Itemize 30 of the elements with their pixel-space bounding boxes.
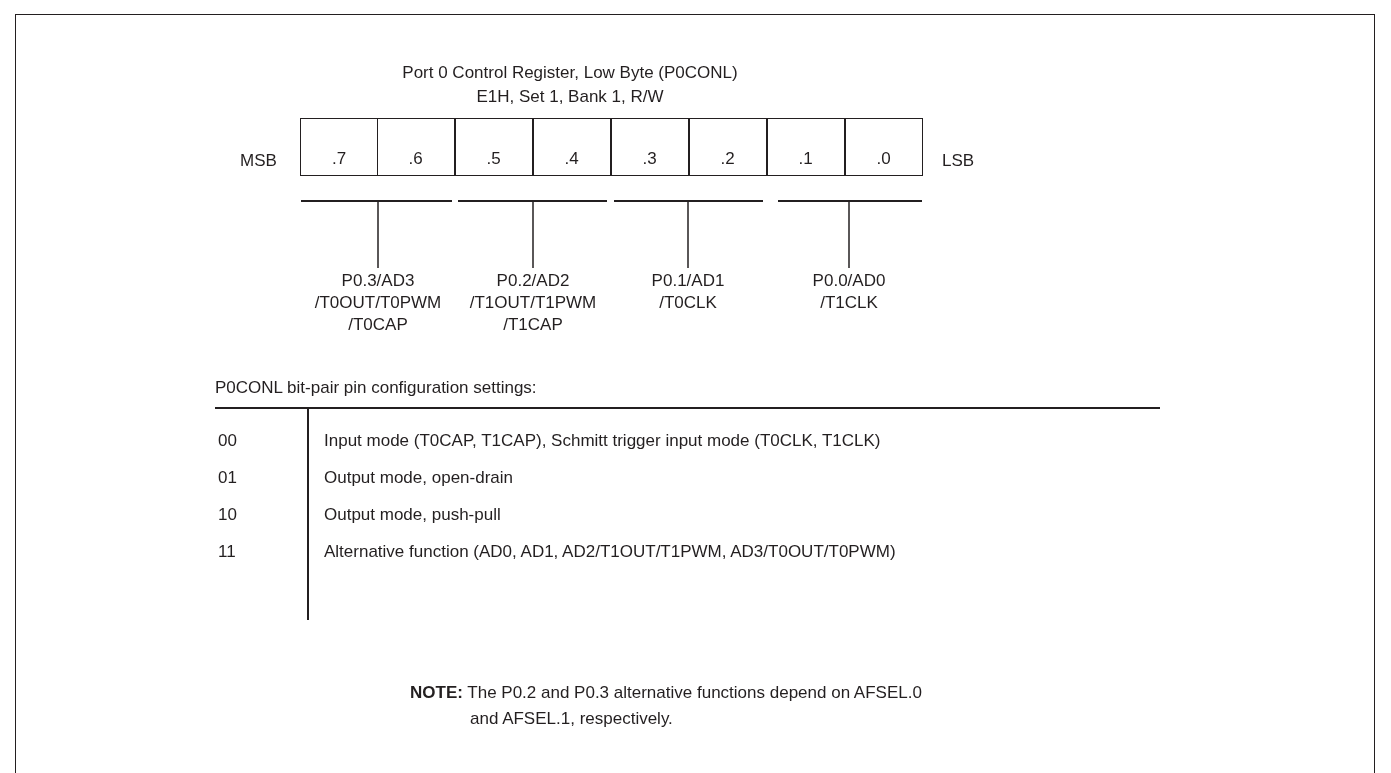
table-cell: Output mode, open-drain bbox=[324, 467, 513, 489]
pin-label: P0.0/AD0 /T1CLK bbox=[799, 270, 899, 314]
leader-line bbox=[532, 201, 534, 269]
leader-line bbox=[848, 201, 850, 269]
bit-cell: .0 bbox=[844, 118, 923, 176]
leader-line bbox=[377, 201, 379, 269]
table-cell: 11 bbox=[218, 541, 236, 563]
table-cell: Output mode, push-pull bbox=[324, 504, 501, 526]
note-text: NOTE: The P0.2 and P0.3 alternative functions depend on AFSEL.0 and AFSEL.1, respectively. bbox=[410, 682, 923, 730]
bit-cell: .7 bbox=[300, 118, 378, 176]
register-address: E1H, Set 1, Bank 1, R/W bbox=[476, 86, 664, 108]
pin-label: P0.3/AD3 /T0OUT/T0PWM /T0CAP bbox=[303, 270, 453, 336]
bit-cell: .6 bbox=[376, 118, 455, 176]
bit-cell: .5 bbox=[454, 118, 533, 176]
table-cell: Alternative function (AD0, AD1, AD2/T1OUT/T1PWM, AD3/T0OUT/T0PWM) bbox=[324, 541, 896, 563]
table-cell: 10 bbox=[218, 504, 237, 526]
register-title: Port 0 Control Register, Low Byte (P0CONL) bbox=[402, 62, 738, 84]
bit-cell: .4 bbox=[532, 118, 611, 176]
leader-line bbox=[687, 201, 689, 269]
table-heading: P0CONL bit-pair pin configuration settings: bbox=[215, 377, 537, 399]
bit-cell: .2 bbox=[688, 118, 767, 176]
table-cell: 00 bbox=[218, 430, 237, 452]
table-cell: Input mode (T0CAP, T1CAP), Schmitt trigger input mode (T0CLK, T1CLK) bbox=[324, 430, 881, 452]
msb-label: MSB bbox=[240, 150, 277, 172]
pin-label: P0.1/AD1 /T0CLK bbox=[638, 270, 738, 314]
bit-cell: .3 bbox=[610, 118, 689, 176]
pin-label: P0.2/AD2 /T1OUT/T1PWM /T1CAP bbox=[458, 270, 608, 336]
bit-cell: .1 bbox=[766, 118, 845, 176]
table-cell: 01 bbox=[218, 467, 237, 489]
lsb-label: LSB bbox=[942, 150, 975, 172]
